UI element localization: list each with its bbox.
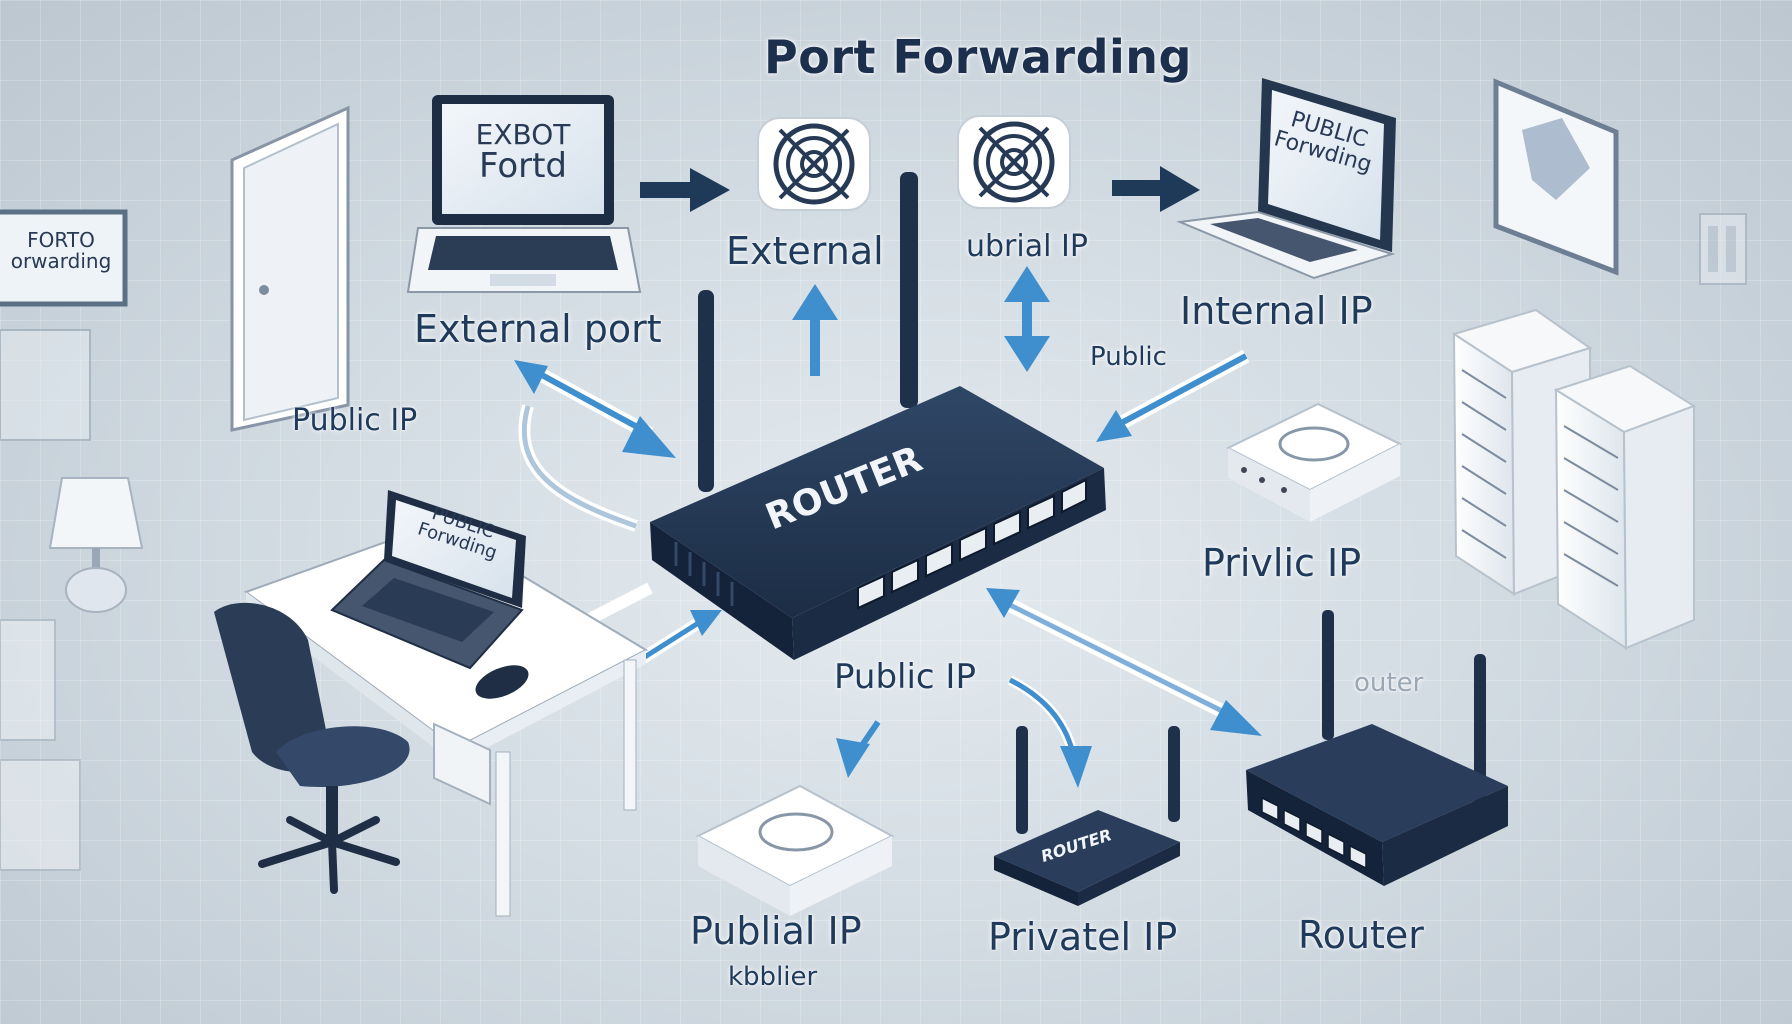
door-icon	[230, 105, 350, 432]
label-public-ip-left: Public IP	[292, 403, 418, 438]
wall-sign-line1: FORTO	[27, 228, 95, 252]
arrow-down-2	[1007, 675, 1092, 788]
office-chair-icon	[214, 602, 410, 894]
router-icon	[1246, 610, 1508, 886]
label-external-port: External port	[414, 307, 662, 351]
arrow-curve-left	[518, 404, 638, 532]
laptop-icon	[1176, 78, 1396, 280]
arrow-from-external-port	[514, 360, 676, 458]
arrow-dark-2	[1112, 166, 1200, 212]
wall-outlet-icon	[1699, 213, 1747, 285]
wall-frame-icon	[1493, 78, 1619, 276]
laptop-icon	[406, 95, 642, 293]
modem-icon	[1225, 402, 1403, 522]
arrow-updown	[1004, 266, 1050, 372]
label-privatel-ip: Privatel IP	[988, 915, 1178, 959]
label-privlic-ip: Privlic IP	[1202, 541, 1362, 585]
laptop-top-screen-text: EXBOT Fortd	[444, 120, 602, 185]
left-shelf-icon	[0, 329, 91, 871]
label-router-faint: outer	[1354, 668, 1424, 698]
arrow-from-internal-ip	[1096, 349, 1250, 442]
main-router-icon	[650, 386, 1106, 660]
label-kbblier: kbblier	[728, 962, 818, 992]
label-publial-ip: Publial IP	[690, 909, 862, 953]
modem-icon	[695, 784, 895, 916]
wall-sign-icon	[0, 209, 128, 307]
arrow-down-1	[836, 720, 881, 778]
server-rack-icon	[1553, 364, 1697, 650]
laptop-icon	[330, 490, 526, 670]
small-router-icon	[994, 726, 1180, 906]
lamp-icon	[48, 477, 144, 613]
laptop-top-line1: EXBOT	[475, 118, 571, 151]
mouse-icon	[475, 665, 529, 699]
arrow-dark-1	[640, 168, 730, 212]
wall-sign-text: FORTO orwarding	[0, 230, 122, 272]
arrow-up-1	[792, 284, 838, 376]
laptop-top-line2: Fortd	[478, 146, 568, 187]
arrow-to-router-right	[986, 588, 1262, 736]
label-internal-ip: Internal IP	[1180, 289, 1373, 333]
router-antenna	[698, 172, 918, 492]
label-public-small: Public	[1090, 342, 1167, 372]
fan-icon	[957, 115, 1071, 209]
label-public-ip-center: Public IP	[834, 657, 976, 697]
diagram-title: Port Forwarding	[764, 30, 1192, 84]
label-router-bottom: Router	[1298, 913, 1424, 957]
fan-icon	[757, 117, 871, 211]
wall-sign-line2: orwarding	[10, 249, 112, 273]
label-external-top: External	[726, 229, 884, 273]
label-ubrial-ip: ubrial IP	[966, 229, 1088, 264]
